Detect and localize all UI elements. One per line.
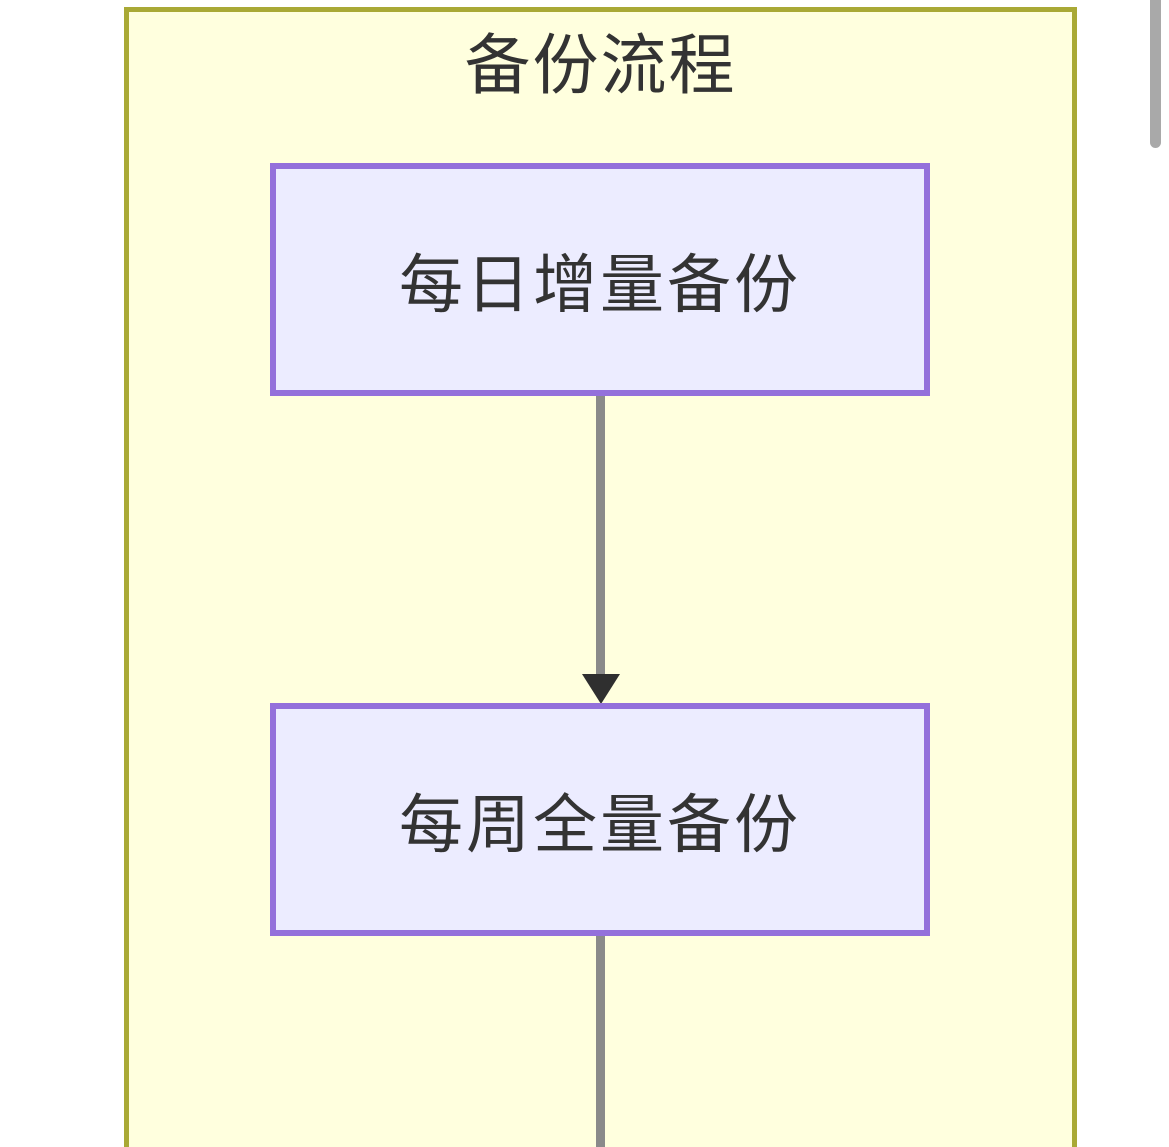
node-label: 每日增量备份: [399, 248, 801, 321]
edge-daily-to-weekly-line: [596, 396, 605, 676]
subgraph-title: 备份流程: [464, 28, 737, 102]
vertical-scrollbar-thumb[interactable]: [1150, 0, 1161, 148]
node-weekly-full-backup: 每周全量备份: [270, 703, 930, 936]
edge-weekly-down-line: [596, 936, 605, 1147]
node-label: 每周全量备份: [399, 788, 801, 861]
node-daily-incremental-backup: 每日增量备份: [270, 163, 930, 396]
arrow-down-icon: [582, 674, 620, 704]
